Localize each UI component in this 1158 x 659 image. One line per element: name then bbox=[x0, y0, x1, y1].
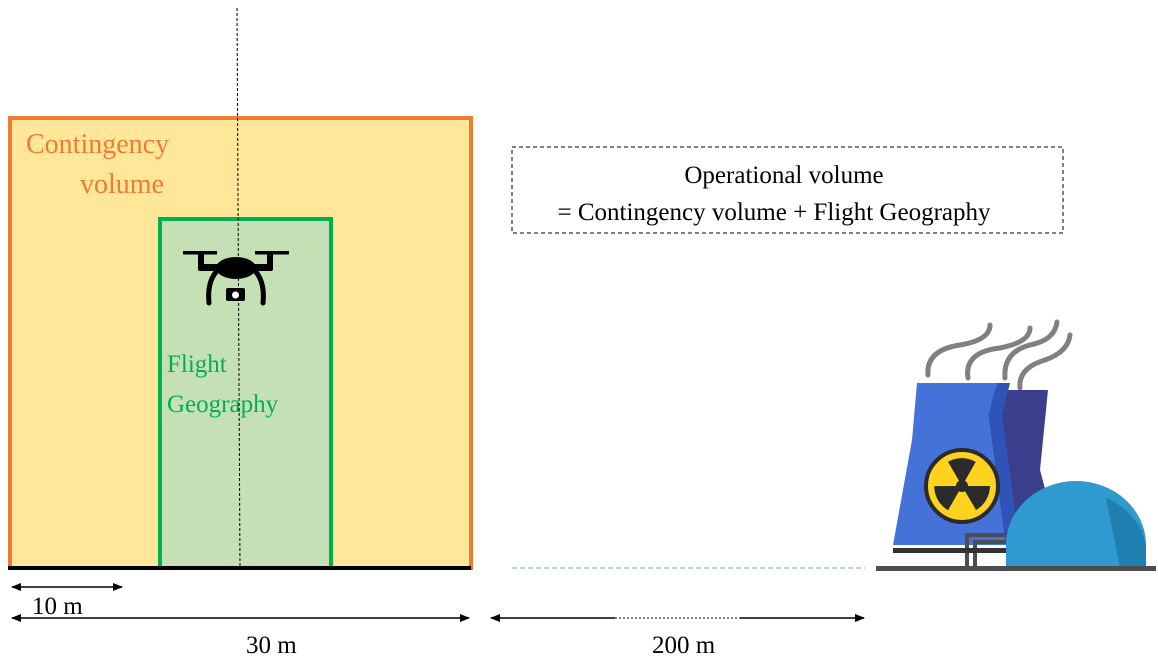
dimension-label-30m: 30 m bbox=[246, 632, 297, 659]
operational-volume-title: Operational volume bbox=[684, 162, 883, 189]
contingency-volume-label-line1: Contingency bbox=[26, 129, 169, 160]
operational-volume-formula: = Contingency volume + Flight Geography bbox=[557, 199, 991, 226]
dimension-label-200m: 200 m bbox=[652, 632, 716, 659]
flight-geography-label-line1: Flight bbox=[167, 351, 227, 378]
flight-geography-label-line2: Geography bbox=[167, 391, 279, 418]
operational-volume-box bbox=[511, 146, 1064, 234]
contingency-volume-label-line2: volume bbox=[80, 169, 164, 200]
nuclear-power-plant-icon bbox=[876, 319, 1156, 571]
drone-with-camera-icon bbox=[183, 251, 289, 306]
dimension-label-10m: 10 m bbox=[32, 593, 83, 620]
